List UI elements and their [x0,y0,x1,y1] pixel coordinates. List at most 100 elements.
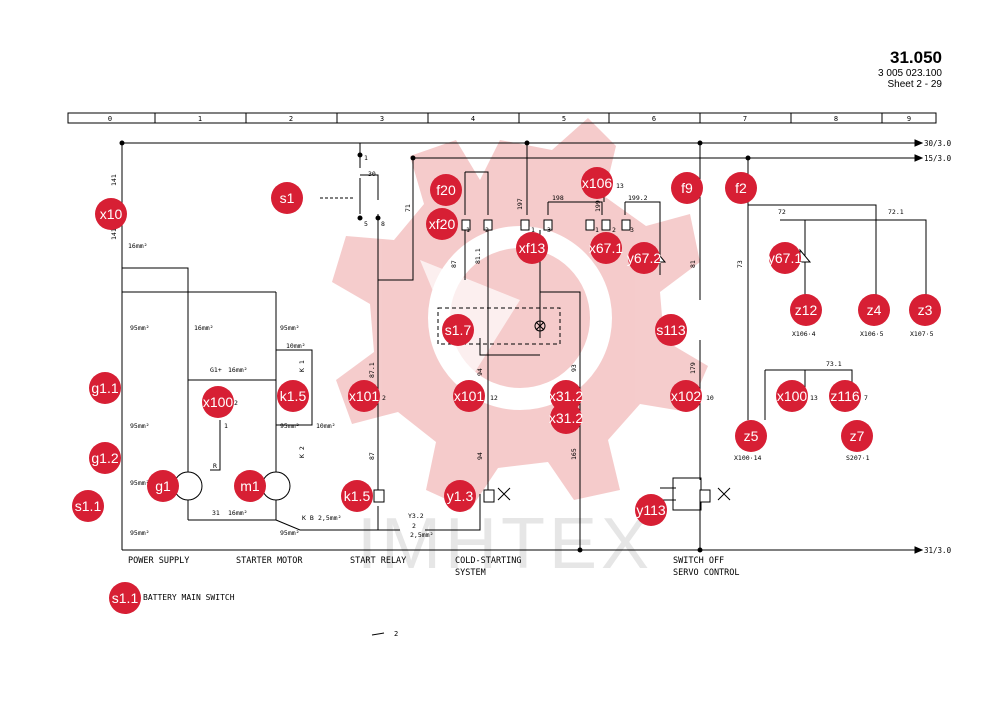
badge-xf13[interactable]: xf13 [516,232,548,264]
caption-cold-starting: COLD-STARTING [455,556,522,566]
badge-f20[interactable]: f20 [430,174,462,206]
svg-text:xf20: xf20 [429,216,456,232]
badge-y67-2[interactable]: y67.2 [627,242,661,274]
wire-73: 73 [736,260,744,268]
terminal-kb: K B [302,514,314,522]
cross-section-16-c: 16mm² [228,366,248,374]
badge-x101-a[interactable]: x101 [348,380,380,412]
ruler-label-1: 1 [198,115,202,123]
badge-z5[interactable]: z5 [735,420,767,452]
caption-starter-motor: STARTER MOTOR [236,556,303,566]
svg-text:s1.7: s1.7 [445,322,472,338]
watermark-text: IMHTEX [357,504,653,584]
sheet-page: Sheet 2 - 29 [887,79,942,90]
wire-197: 197 [516,198,524,210]
badge-x106[interactable]: x106 [581,167,613,199]
badge-x31-2-a[interactable]: x31.2 [549,380,583,412]
svg-text:f2: f2 [735,180,747,196]
caption-switch-off: SWITCH OFF [673,556,724,566]
cross-section-95-f: 95mm² [130,529,150,537]
pin-2: 2 [412,522,416,530]
g1-plus: G1+ [210,366,222,374]
svg-text:f9: f9 [681,180,693,196]
badge-x101-b[interactable]: x101 [453,380,485,412]
badge-g1[interactable]: g1 [147,470,179,502]
xf13-pin-1: 1 [531,226,535,234]
cross-section-2-5-a: 2,5mm² [318,514,341,522]
caption-system: SYSTEM [455,568,486,578]
ruler-label-5: 5 [562,115,566,123]
badge-y113[interactable]: y113 [635,494,667,526]
badge-s1[interactable]: s1 [271,182,303,214]
badge-x10[interactable]: x10 [95,198,127,230]
wire-87-a: 87 [450,260,458,268]
badge-f9[interactable]: f9 [671,172,703,204]
badge-y67-1[interactable]: y67.1 [768,242,802,274]
badge-z4[interactable]: z4 [858,294,890,326]
wire-31: 31 [212,509,220,517]
wire-198: 198 [552,194,564,202]
terminal-k2: K 2 [298,446,306,458]
caption-servo-control: SERVO CONTROL [673,568,740,578]
watermark-gear-logo [332,118,708,510]
cross-section-95-c: 95mm² [130,422,150,430]
wire-179: 179 [689,362,697,374]
wire-30: 30 [368,170,376,178]
cross-section-95-g: 95mm² [280,529,300,537]
badge-g1-2[interactable]: g1.2 [89,442,121,474]
ref-x107-5: X107·5 [910,330,934,338]
x106-pin-13: 13 [616,182,624,190]
xf13-pin-3: 3 [547,226,551,234]
badge-m1[interactable]: m1 [234,470,266,502]
badge-x100-a[interactable]: x100 [202,386,234,418]
badge-z116[interactable]: z116 [829,380,861,412]
badge-s1-1-a[interactable]: s1.1 [72,490,104,522]
sheet-number: 31.050 [890,48,942,67]
svg-text:k1.5: k1.5 [344,488,371,504]
badge-s1-1-b[interactable]: s1.1 [109,582,141,614]
svg-text:s1: s1 [280,190,295,206]
svg-text:z4: z4 [867,302,882,318]
x100-pin-13: 13 [810,394,818,402]
svg-text:x101: x101 [349,388,380,404]
badge-k1-5-b[interactable]: k1.5 [341,480,373,512]
component-badges[interactable]: x10 s1 f20 xf20 x106 f9 f2 xf13 x67.1 y6… [72,167,941,614]
ruler-label-2: 2 [289,115,293,123]
servo-coil [699,489,711,503]
svg-text:s113: s113 [656,322,686,338]
badge-x100-b[interactable]: x100 [776,380,808,412]
svg-text:x106: x106 [582,175,613,191]
svg-text:z3: z3 [918,302,933,318]
badge-x67-1[interactable]: x67.1 [589,232,623,264]
badge-y1-3[interactable]: y1.3 [444,480,476,512]
wire-93: 93 [570,364,578,372]
badge-z3[interactable]: z3 [909,294,941,326]
badge-s1-7[interactable]: s1.7 [442,314,474,346]
ref-x106-5: X106·5 [860,330,884,338]
svg-text:x100: x100 [203,394,234,410]
column-ruler: 0 1 2 3 4 5 6 7 8 9 [67,112,937,124]
cross-section-95-d: 95mm² [280,422,300,430]
badge-z12[interactable]: z12 [790,294,822,326]
caption-power-supply: POWER SUPPLY [128,556,189,566]
badge-f2[interactable]: f2 [725,172,757,204]
badge-x102[interactable]: x102 [670,380,702,412]
badge-x31-2-b[interactable]: x31.2 [549,402,583,434]
badge-z7[interactable]: z7 [841,420,873,452]
badge-k1-5-a[interactable]: k1.5 [277,380,309,412]
x67-pin-3: 3 [630,226,634,234]
legend-battery-main-switch: BATTERY MAIN SWITCH [143,593,235,602]
wiring [121,139,927,554]
xf20-pin-1: 1 [466,226,470,234]
svg-text:z5: z5 [744,428,759,444]
x67-pin-2: 2 [612,226,616,234]
wire-94-b: 94 [476,452,484,460]
pin-1: 1 [364,154,368,162]
wire-199-2: 199.2 [628,194,648,202]
badge-s113[interactable]: s113 [655,314,687,346]
badge-g1-1[interactable]: g1.1 [89,372,121,404]
cross-section-95-b: 95mm² [280,324,300,332]
cross-section-95-e: 95mm² [130,479,150,487]
badge-xf20[interactable]: xf20 [426,208,458,240]
rail-15: 15/3.0 [924,154,952,163]
